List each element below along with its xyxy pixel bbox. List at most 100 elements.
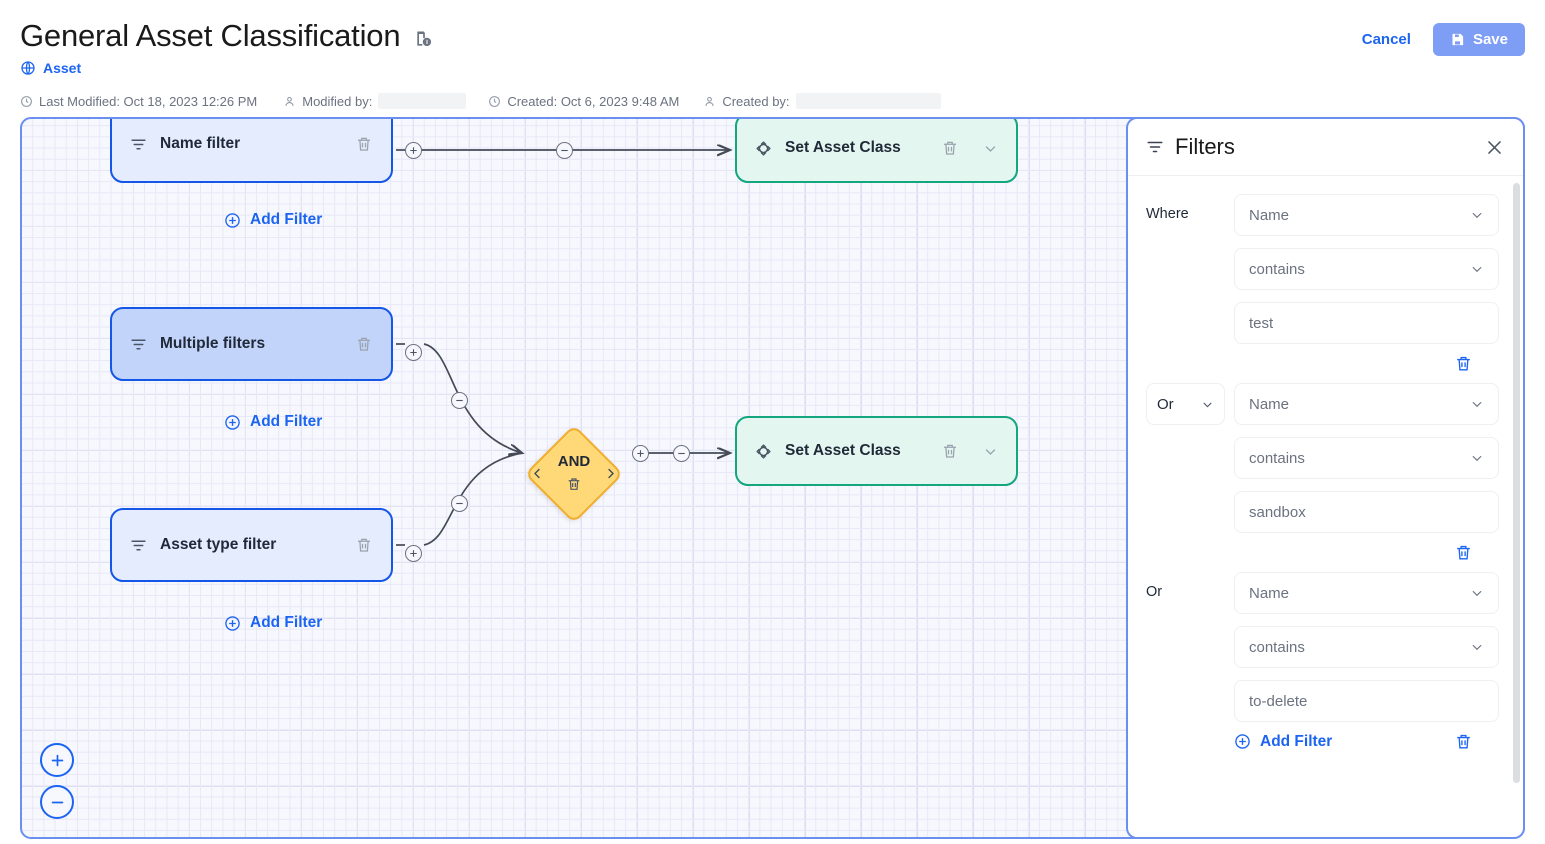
cancel-button[interactable]: Cancel [1358, 25, 1415, 54]
trash-icon[interactable] [355, 335, 373, 353]
filter-field-select-2[interactable]: Name [1234, 383, 1499, 425]
meta-created-by-value [795, 93, 941, 109]
filter-group-2-field-row: Or Name [1146, 383, 1499, 425]
trash-icon[interactable] [355, 135, 373, 153]
filter-icon [1146, 138, 1164, 156]
filter-field-select-3[interactable]: Name [1234, 572, 1499, 614]
metadata-row: Last Modified: Oct 18, 2023 12:26 PM Mod… [20, 93, 941, 109]
meta-last-modified: Last Modified: Oct 18, 2023 12:26 PM [20, 94, 257, 109]
zoom-in-button[interactable] [40, 743, 74, 777]
and-label: AND [557, 453, 591, 470]
add-filter-label: Add Filter [250, 211, 323, 228]
chevron-down-icon [1203, 401, 1212, 407]
move-diamond-icon [755, 443, 772, 460]
edge-add-handle-1[interactable] [405, 142, 422, 159]
flow-node-multiple-filters[interactable]: Multiple filters [110, 307, 393, 381]
chevron-down-icon [1472, 401, 1482, 408]
filter-group-1-stack: contains test [1234, 248, 1499, 344]
flow-node-label: Set Asset Class [785, 139, 901, 156]
plus-circle-icon [224, 212, 241, 229]
title-row: General Asset Classification [20, 16, 434, 56]
zoom-controls [40, 743, 74, 819]
trash-icon[interactable] [566, 471, 582, 492]
meta-created: Created: Oct 6, 2023 9:48 AM [488, 94, 679, 109]
filter-group-3-field-row: Or Name [1146, 572, 1499, 614]
close-icon[interactable] [1485, 138, 1504, 157]
asset-link[interactable]: Asset [43, 60, 82, 76]
chevron-down-icon [1472, 590, 1482, 597]
flow-node-asset-type-filter[interactable]: Asset type filter [110, 508, 393, 582]
filter-operator-value-2: contains [1249, 449, 1305, 467]
edge-add-handle-2[interactable] [405, 344, 422, 361]
chevron-down-icon [1472, 266, 1482, 273]
filter-group-1-actions [1146, 354, 1499, 373]
trash-icon[interactable] [1454, 732, 1473, 751]
filter-conjunction-select-2[interactable]: Or [1146, 383, 1225, 425]
add-filter-button-1[interactable]: Add Filter [224, 211, 322, 229]
filters-panel-scrollbar[interactable] [1513, 183, 1520, 783]
chevron-down-icon[interactable] [972, 444, 998, 459]
meta-created-by: Created by: [703, 93, 941, 109]
filter-group-3: Or Name contains to-delete [1146, 572, 1499, 722]
filter-value-input-1[interactable]: test [1234, 302, 1499, 344]
trash-icon[interactable] [355, 536, 373, 554]
zoom-out-button[interactable] [40, 785, 74, 819]
filter-where-label: Where [1146, 206, 1189, 222]
chevron-down-icon [1472, 644, 1482, 651]
chevron-down-icon[interactable] [972, 141, 998, 156]
flow-node-label: Asset type filter [160, 536, 277, 553]
trash-icon[interactable] [1454, 543, 1473, 562]
subtitle-row[interactable]: Asset [20, 60, 81, 76]
panel-add-filter-label: Add Filter [1260, 732, 1333, 750]
save-button[interactable]: Save [1432, 23, 1525, 56]
trash-icon[interactable] [1454, 354, 1473, 373]
filter-field-value-2: Name [1249, 395, 1290, 413]
plus-circle-icon [224, 615, 241, 632]
edge-remove-handle-1[interactable] [556, 142, 573, 159]
add-filter-label: Add Filter [250, 413, 323, 430]
chevron-left-icon[interactable] [530, 466, 545, 481]
flow-node-name-filter[interactable]: Name filter [110, 119, 393, 183]
filter-value-text-1: test [1249, 314, 1274, 332]
filter-operator-value-1: contains [1249, 260, 1305, 278]
trash-icon[interactable] [941, 442, 959, 460]
filter-field-select-1[interactable]: Name [1234, 194, 1499, 236]
flow-node-set-asset-class-1[interactable]: Set Asset Class [735, 119, 1018, 183]
filter-value-input-3[interactable]: to-delete [1234, 680, 1499, 722]
flow-node-logic-and[interactable]: AND [524, 424, 624, 524]
filter-icon [130, 136, 147, 153]
meta-modified-by: Modified by: [283, 93, 467, 109]
edge-remove-handle-3[interactable] [451, 495, 468, 512]
save-disk-icon [1450, 32, 1465, 47]
add-filter-button-2[interactable]: Add Filter [224, 413, 322, 431]
filter-operator-select-1[interactable]: contains [1234, 248, 1499, 290]
filter-operator-select-3[interactable]: contains [1234, 626, 1499, 668]
edge-add-handle-3[interactable] [405, 545, 422, 562]
filter-group-1: Where Name contains test [1146, 194, 1499, 373]
page-title: General Asset Classification [20, 18, 401, 53]
header-actions: Cancel Save [1358, 23, 1525, 56]
edge-remove-handle-2[interactable] [451, 392, 468, 409]
trash-icon[interactable] [941, 139, 959, 157]
filter-conjunction-value-2: Or [1157, 395, 1174, 413]
filter-group-2-actions [1146, 543, 1499, 562]
filter-value-input-2[interactable]: sandbox [1234, 491, 1499, 533]
flow-node-set-asset-class-2[interactable]: Set Asset Class [735, 416, 1018, 486]
filter-group-1-field-row: Where Name [1146, 194, 1499, 236]
filter-operator-select-2[interactable]: contains [1234, 437, 1499, 479]
add-filter-button-3[interactable]: Add Filter [224, 614, 322, 632]
filter-group-3-stack: contains to-delete [1234, 626, 1499, 722]
and-content: AND [526, 426, 622, 522]
filter-group-2-stack: contains sandbox [1234, 437, 1499, 533]
filters-panel-body: Where Name contains test [1128, 176, 1523, 837]
panel-add-filter-button[interactable]: Add Filter [1234, 733, 1454, 751]
chevron-right-icon[interactable] [603, 466, 618, 481]
filter-field-value-3: Name [1249, 584, 1290, 602]
edge-remove-handle-4[interactable] [673, 445, 690, 462]
edge-add-handle-4[interactable] [632, 445, 649, 462]
flow-node-label: Set Asset Class [785, 442, 901, 459]
meta-created-text: Created: Oct 6, 2023 9:48 AM [507, 93, 680, 109]
move-diamond-icon [755, 140, 772, 157]
filter-icon [130, 537, 147, 554]
plus-circle-icon [1234, 733, 1251, 750]
